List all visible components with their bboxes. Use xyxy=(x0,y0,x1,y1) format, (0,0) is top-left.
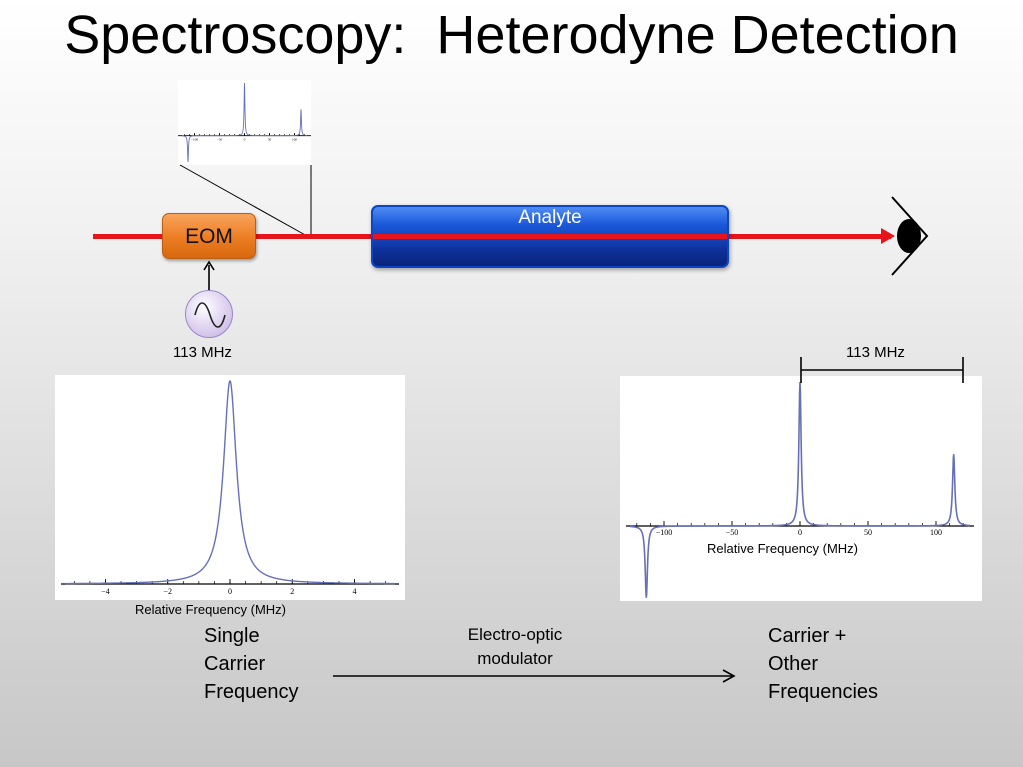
analyte-label: Analyte xyxy=(518,207,582,228)
left-caption: Single Carrier Frequency xyxy=(204,622,299,706)
modulator-label: Electro-optic modulator xyxy=(440,623,590,671)
left-caption-line-3: Frequency xyxy=(204,681,299,703)
left-caption-line-1: Single xyxy=(204,625,260,647)
x-tick-label: 100 xyxy=(292,138,298,142)
x-tick-label: −50 xyxy=(217,138,223,142)
inset-spectrum-plot: −100 −50 0 50 100 xyxy=(178,82,311,162)
left-caption-line-2: Carrier xyxy=(204,653,266,675)
eom-label: EOM xyxy=(185,225,233,248)
x-tick-label: 2 xyxy=(290,587,294,596)
x-tick-label: 50 xyxy=(268,138,272,142)
x-tick-label: 100 xyxy=(930,528,942,537)
spectrum-curve xyxy=(629,381,971,598)
spectrum-curve xyxy=(65,379,395,585)
eom-block: EOM xyxy=(162,213,256,259)
page-title: Spectroscopy: Heterodyne Detection xyxy=(64,5,959,65)
x-tick-label: −50 xyxy=(726,528,739,537)
left-spectrum-panel: −4 −2 0 2 4 xyxy=(55,375,405,600)
x-tick-label: −100 xyxy=(656,528,673,537)
laser-beam-arrowhead xyxy=(881,228,895,244)
detector-eyelid xyxy=(891,196,929,276)
right-spectrum-panel: −100 −50 0 50 100 xyxy=(620,376,982,601)
right-caption-line-1: Carrier + xyxy=(768,625,847,647)
x-tick-label: 0 xyxy=(798,528,802,537)
x-tick-label: 0 xyxy=(244,138,246,142)
x-tick-label: 50 xyxy=(864,528,872,537)
right-x-axis-label: Relative Frequency (MHz) xyxy=(707,541,858,556)
transformation-arrow-head xyxy=(722,669,736,683)
right-caption: Carrier + Other Frequencies xyxy=(768,622,878,706)
left-spectrum-plot: −4 −2 0 2 4 xyxy=(61,379,399,596)
modulator-label-line-1: Electro-optic xyxy=(467,625,563,644)
oscillator-source xyxy=(185,290,233,338)
x-tick-label: −2 xyxy=(163,587,172,596)
right-caption-line-3: Frequencies xyxy=(768,681,879,703)
right-spectrum-plot: −100 −50 0 50 100 xyxy=(626,381,974,598)
sideband-spacing-label: 113 MHz xyxy=(846,344,905,361)
inset-spectrum-thumbnail: −100 −50 0 50 100 xyxy=(178,80,311,165)
laser-beam-through-analyte xyxy=(373,234,727,239)
arrow-head xyxy=(203,260,215,271)
detector-pupil xyxy=(897,219,921,253)
modulator-label-line-2: modulator xyxy=(477,649,553,668)
x-tick-label: 0 xyxy=(228,587,232,596)
sine-wave-icon xyxy=(194,302,226,328)
x-tick-label: −4 xyxy=(101,587,110,596)
x-tick-label: −100 xyxy=(191,138,198,142)
x-tick-label: 4 xyxy=(353,587,357,596)
spectrum-curve xyxy=(181,82,308,162)
left-x-axis-label: Relative Frequency (MHz) xyxy=(135,602,286,617)
right-caption-line-2: Other xyxy=(768,653,819,675)
oscillator-frequency-label: 113 MHz xyxy=(173,344,232,361)
